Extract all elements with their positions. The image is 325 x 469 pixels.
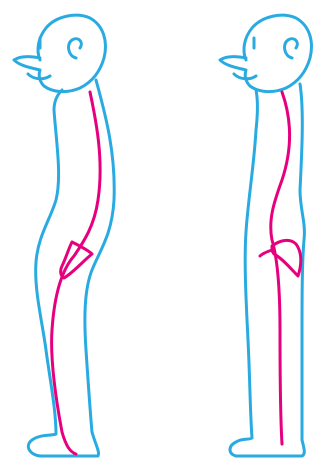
left-ear <box>69 39 82 58</box>
left-body-back <box>28 80 114 456</box>
right-spine <box>271 92 290 444</box>
left-spine <box>52 92 101 454</box>
left-head-outline <box>14 15 105 91</box>
right-ear <box>285 39 298 58</box>
right-hand-wrist <box>260 250 272 256</box>
right-head-outline <box>220 15 311 91</box>
figure-left <box>14 15 114 456</box>
figure-right <box>220 15 311 456</box>
